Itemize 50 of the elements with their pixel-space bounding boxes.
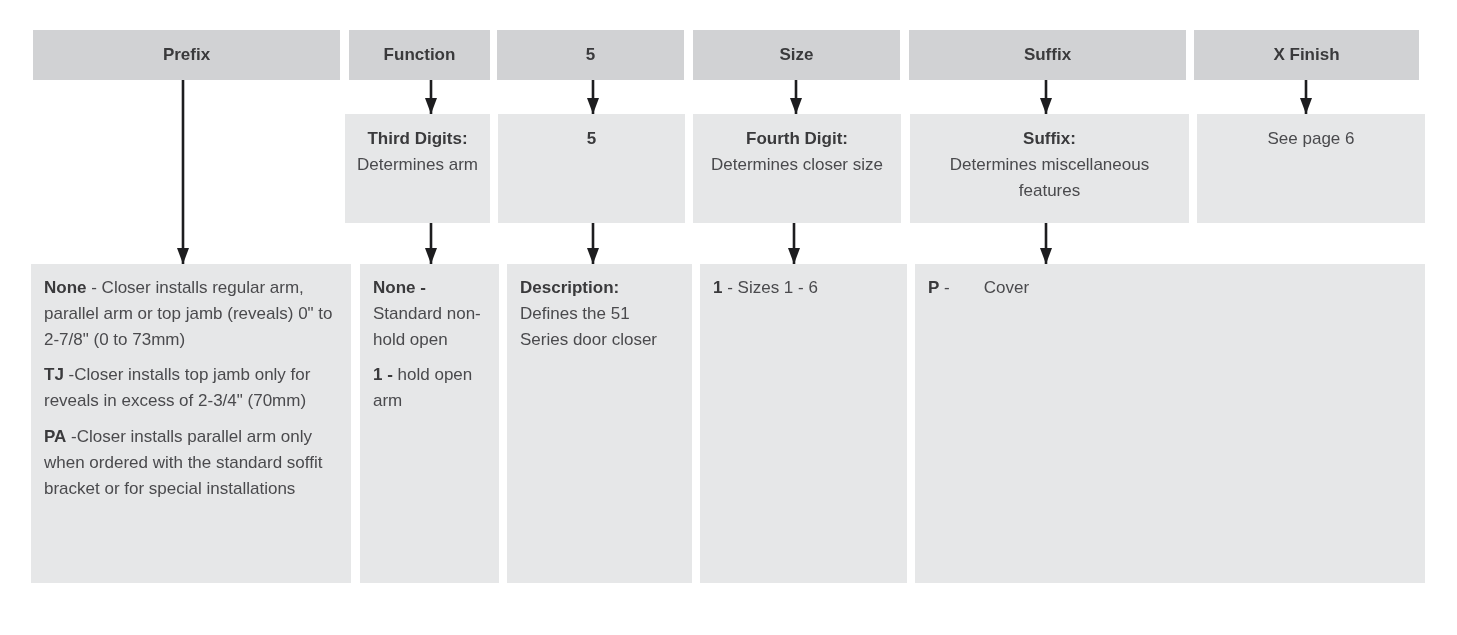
arrow	[1300, 80, 1312, 114]
panel-heading: Fourth Digit:	[746, 128, 848, 150]
arrow	[425, 223, 437, 264]
arrow	[177, 80, 189, 264]
option-panel	[31, 264, 351, 583]
arrow	[1040, 223, 1052, 264]
arrow	[788, 223, 800, 264]
option-panel	[507, 264, 692, 583]
option-panel	[915, 264, 1425, 583]
header-label: 5	[585, 44, 596, 66]
arrow	[587, 223, 599, 264]
panel-heading: Description:	[520, 277, 620, 299]
column-header	[349, 30, 490, 80]
panel-text: Determines arm	[357, 153, 478, 176]
arrow	[1040, 80, 1052, 114]
header-label: Function	[383, 44, 456, 66]
code-panel	[910, 114, 1189, 223]
arrow	[790, 80, 802, 114]
code-panel	[345, 114, 490, 223]
option-text: 1 - hold open arm	[373, 364, 474, 413]
column-header	[1194, 30, 1419, 80]
arrow	[425, 80, 437, 114]
header-label: Suffix	[1023, 44, 1072, 66]
panel-text: Determines miscellaneous features	[948, 153, 1151, 202]
panel-heading: Suffix:	[1023, 128, 1076, 150]
option-text: TJ -Closer installs top jamb only for reveals in excess of 2-3/4" (70mm)	[44, 364, 312, 413]
option-text: Defines the 51 Series door closer	[520, 302, 658, 351]
panel-heading: 5	[586, 128, 597, 150]
header-label: Prefix	[162, 44, 211, 66]
header-label: Size	[779, 44, 814, 66]
column-header	[497, 30, 684, 80]
code-panel	[498, 114, 685, 223]
panel-text: Determines closer size	[711, 153, 883, 176]
column-header	[33, 30, 340, 80]
option-panel	[360, 264, 499, 583]
option-panel	[700, 264, 907, 583]
header-label: X Finish	[1273, 44, 1340, 66]
column-header	[909, 30, 1186, 80]
code-panel	[693, 114, 901, 223]
option-text: Cover	[983, 277, 1030, 299]
panel-text: See page 6	[1267, 128, 1355, 150]
option-text: P -	[928, 277, 950, 299]
column-header	[693, 30, 900, 80]
option-text: 1 - Sizes 1 - 6	[713, 277, 818, 299]
option-text: None - Closer installs regular arm, parallel arm or top jamb (reveals) 0" to 2-7/8" (0 to 73mm)	[44, 277, 334, 351]
arrow	[587, 80, 599, 114]
panel-heading: Third Digits:	[367, 128, 468, 150]
option-text: None - Standard non-hold open	[373, 277, 482, 351]
code-panel	[1197, 114, 1425, 223]
option-text: PA -Closer installs parallel arm only when ordered with the standard soffit bracket or for special installations	[44, 426, 324, 500]
